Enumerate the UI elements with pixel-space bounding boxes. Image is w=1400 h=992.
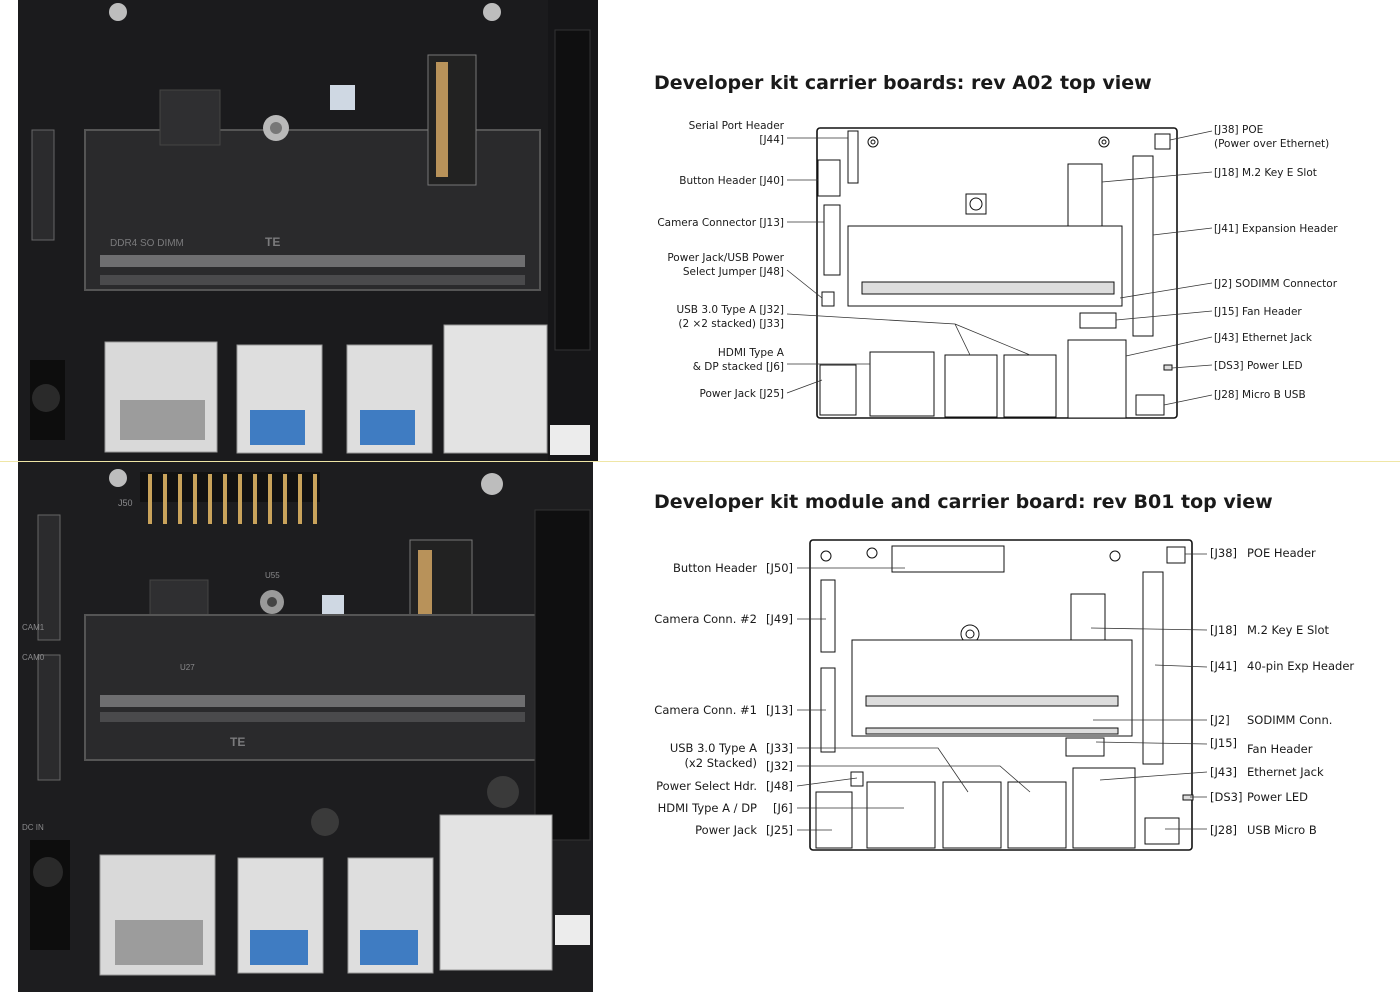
a02-label-power-jack-line2: Select Jumper [J48]: [683, 266, 784, 278]
b01-label-40pin-header: 40-pin Exp Header: [1247, 659, 1354, 673]
silk-u27: U27: [180, 663, 195, 672]
b01-label-usb-micro: USB Micro B: [1247, 823, 1317, 837]
a02-label-power-led: [DS3] Power LED: [1214, 360, 1303, 372]
a02-label-micro-usb: [J28] Micro B USB: [1214, 389, 1306, 401]
diagram-a02: SNS: [657, 120, 1338, 419]
b01-ref-j38: [J38]: [1210, 546, 1237, 560]
b01-ref-j43: [J43]: [1210, 765, 1237, 779]
b01-ref-j50: [J50]: [766, 561, 793, 575]
silk-dc-in: DC IN: [22, 823, 44, 832]
b01-label-camera-2: Camera Conn. #2: [654, 612, 757, 626]
board-photo: DDR4 SO DIMM TE: [18, 0, 598, 992]
silk-j50: J50: [118, 498, 133, 508]
diagram-b01: SNS: [654, 539, 1354, 851]
b01-label-power-jack: Power Jack: [695, 823, 757, 837]
b01-ref-j13: [J13]: [766, 703, 793, 717]
a02-label-fan-header: [J15] Fan Header: [1214, 306, 1302, 318]
b01-ref-j48: [J48]: [766, 779, 793, 793]
b01-ref-j49: [J49]: [766, 612, 793, 626]
a02-label-power-jack-j25: Power Jack [J25]: [700, 388, 784, 400]
silk-cam1: CAM1: [22, 623, 45, 632]
b01-ref-j28: [J28]: [1210, 823, 1237, 837]
b01-label-hdmi: HDMI Type A / DP: [658, 801, 757, 815]
b01-label-fan-header: Fan Header: [1247, 742, 1313, 756]
b01-label-m2-slot: M.2 Key E Slot: [1247, 623, 1330, 637]
a02-label-hdmi-line1: HDMI Type A: [718, 347, 785, 359]
b01-ref-ds3: [DS3]: [1210, 790, 1242, 804]
silk-cam0: CAM0: [22, 653, 45, 662]
b01-label-camera-1: Camera Conn. #1: [654, 703, 757, 717]
b01-ref-j41: [J41]: [1210, 659, 1237, 673]
a02-label-hdmi-line2: & DP stacked [J6]: [693, 361, 784, 373]
b01-ref-j33: [J33]: [766, 741, 793, 755]
silk-te-top: TE: [265, 235, 280, 249]
b01-ref-j32: [J32]: [766, 759, 793, 773]
divider-line: [0, 461, 1400, 462]
b01-label-sodimm: SODIMM Conn.: [1247, 713, 1332, 727]
silk-ddr4-top: DDR4 SO DIMM: [110, 238, 184, 249]
silk-te-bottom: TE: [230, 735, 245, 749]
a02-label-ethernet: [J43] Ethernet Jack: [1214, 332, 1313, 344]
a02-label-serial-port-line2: [J44]: [759, 134, 784, 146]
a02-label-button-header: Button Header [J40]: [679, 175, 784, 187]
title-rev-b01: Developer kit module and carrier board: …: [654, 491, 1273, 513]
a02-label-expansion-header: [J41] Expansion Header: [1214, 223, 1338, 235]
a02-label-poe-line1: [J38] POE: [1214, 124, 1263, 136]
silk-u55: U55: [265, 571, 280, 580]
b01-ref-j18: [J18]: [1210, 623, 1237, 637]
a02-label-sodimm: [J2] SODIMM Connector: [1214, 278, 1338, 290]
b01-label-poe-header: POE Header: [1247, 546, 1316, 560]
b01-ref-j6: [J6]: [773, 801, 793, 815]
b01-label-power-select: Power Select Hdr.: [656, 779, 757, 793]
b01-label-ethernet: Ethernet Jack: [1247, 765, 1324, 779]
a02-label-usb-line1: USB 3.0 Type A [J32]: [676, 304, 784, 316]
b01-label-power-led: Power LED: [1247, 790, 1308, 804]
a02-label-power-jack-line1: Power Jack/USB Power: [667, 252, 784, 264]
board-photo-top: DDR4 SO DIMM TE: [18, 0, 598, 462]
b01-ref-j2: [J2]: [1210, 713, 1230, 727]
a02-label-poe-line2: (Power over Ethernet): [1214, 138, 1329, 150]
b01-ref-j15: [J15]: [1210, 736, 1237, 750]
a02-label-serial-port-line1: Serial Port Header: [689, 120, 785, 132]
board-photo-bottom: J50 CAM1 CAM0 U55 TE U27 DC IN: [18, 462, 593, 992]
b01-label-usb-stacked: (x2 Stacked): [684, 756, 757, 770]
b01-ref-j25: [J25]: [766, 823, 793, 837]
b01-label-usb: USB 3.0 Type A: [670, 741, 757, 755]
a02-label-usb-line2: (2 ×2 stacked) [J33]: [678, 318, 784, 330]
title-rev-a02: Developer kit carrier boards: rev A02 to…: [654, 72, 1152, 94]
a02-label-camera-connector: Camera Connector [J13]: [657, 217, 784, 229]
b01-label-button-header: Button Header: [673, 561, 757, 575]
a02-label-m2-slot: [J18] M.2 Key E Slot: [1214, 167, 1317, 179]
